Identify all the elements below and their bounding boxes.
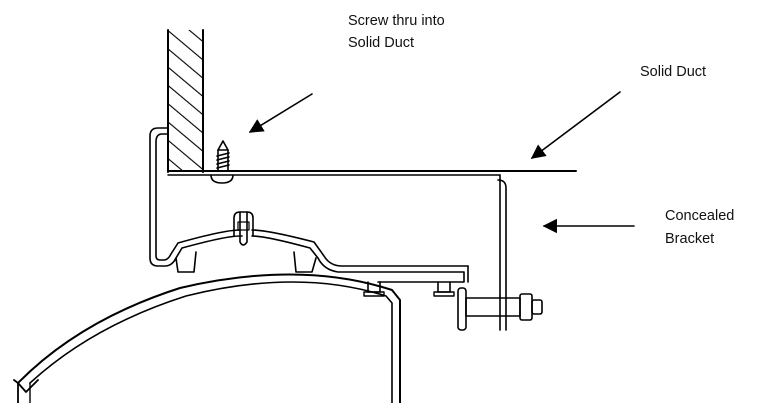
solid-duct-label: Solid Duct [640, 64, 706, 80]
bolt-small-right [433, 281, 455, 297]
screw-icon [210, 140, 234, 184]
solid-duct-arrow [530, 91, 621, 159]
bracket-bolt-icon [457, 287, 543, 331]
concealed-bracket [149, 127, 507, 331]
wall-section [167, 29, 204, 173]
bracket-pads [175, 251, 317, 273]
concealed-bracket-label: Concealed Bracket [665, 208, 738, 247]
spring-clip [233, 211, 254, 246]
solid-duct [167, 170, 577, 176]
screw-label: Screw thru into Solid Duct [348, 13, 449, 51]
screw-arrow [248, 93, 313, 133]
fixture-housing [13, 273, 401, 403]
